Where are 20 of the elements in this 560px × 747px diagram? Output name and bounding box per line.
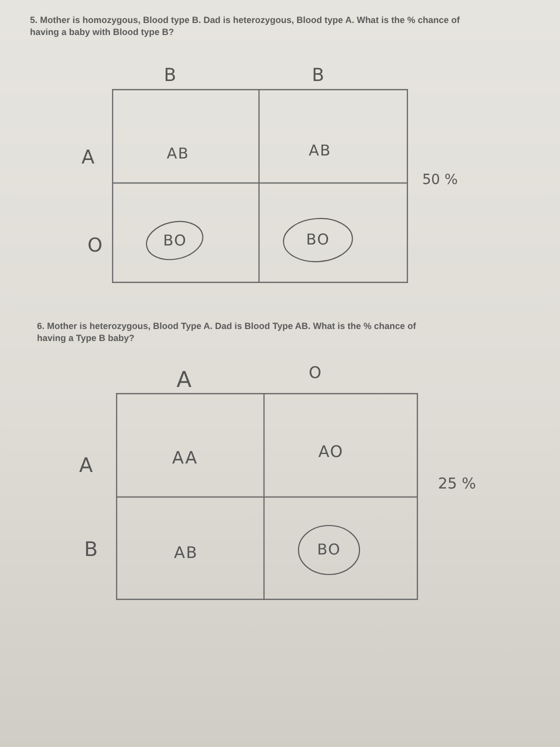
question-text: 5. Mother is homozygous, Blood type B. Dad is heterozygous, Blood type A. What is the % chance of having a baby with Blood type B? — [30, 14, 461, 38]
allele-label: O — [308, 365, 322, 381]
genotype-label: AB — [166, 146, 190, 162]
allele-label: B — [164, 67, 176, 85]
allele-label: B — [312, 67, 324, 85]
allele-label: A — [79, 455, 93, 475]
percent-answer: 25 % — [438, 476, 476, 492]
genotype-label: AA — [172, 450, 198, 468]
genotype-label: BO — [163, 234, 187, 248]
genotype-label: BO — [306, 232, 330, 248]
allele-label: A — [176, 370, 192, 392]
allele-label: A — [82, 148, 94, 168]
genotype-label: BO — [317, 542, 341, 558]
allele-label: B — [84, 539, 98, 559]
allele-label: O — [88, 236, 102, 256]
question-text: 6. Mother is heterozygous, Blood Type A. Dad is Blood Type AB. What is the % chance of having a Type B baby? — [37, 320, 418, 344]
genotype-label: AB — [174, 545, 198, 561]
genotype-label: AB — [308, 144, 332, 158]
genotype-label: AO — [318, 444, 344, 460]
percent-answer: 50 % — [422, 173, 458, 187]
